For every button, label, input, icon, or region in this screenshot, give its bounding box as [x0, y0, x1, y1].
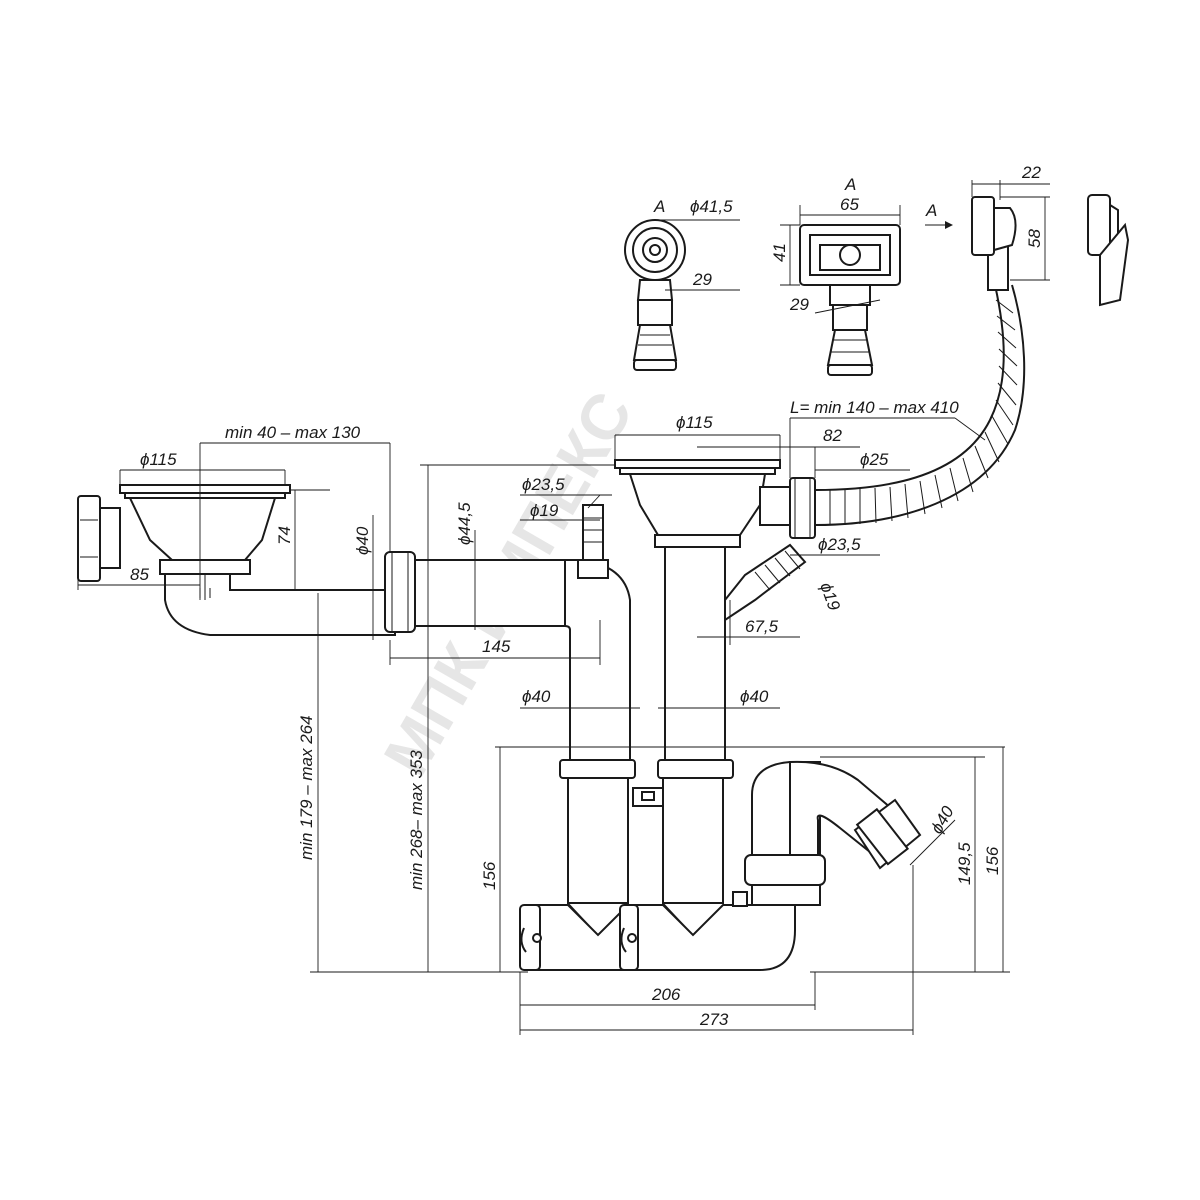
dim-d40-mid-left: ϕ40	[522, 687, 551, 706]
dim-min179-max264: min 179 – max 264	[297, 715, 316, 860]
dim-29-b: 29	[789, 295, 809, 314]
left-column-nozzle	[577, 504, 609, 579]
left-sink-strainer	[77, 484, 396, 636]
overflow-hose	[814, 196, 1026, 526]
dim-67-5: 67,5	[745, 617, 779, 636]
overflow-side-profile	[1087, 194, 1130, 307]
dim-29-a: 29	[692, 270, 712, 289]
dim-206: 206	[651, 985, 681, 1004]
lower-trap-assembly	[519, 759, 922, 971]
view-a-label-1: A	[653, 197, 665, 216]
dim-65: 65	[840, 195, 859, 214]
dim-d19-right: ϕ19	[816, 580, 844, 614]
dim-d23-5-top: ϕ23,5	[522, 475, 565, 494]
dimension-lines	[77, 180, 1050, 1035]
dim-d115-center: ϕ115	[676, 413, 713, 432]
dim-156-left: 156	[480, 861, 499, 890]
dim-d40-trap: ϕ40	[927, 802, 958, 837]
dim-d40-left: ϕ40	[353, 526, 372, 555]
dim-22: 22	[1021, 163, 1041, 182]
dim-min268-max353: min 268– max 353	[407, 750, 426, 890]
dim-d19-top: ϕ19	[530, 501, 559, 520]
dim-min40-max130: min 40 – max 130	[225, 423, 361, 442]
dim-82: 82	[823, 426, 842, 445]
dim-156-right: 156	[983, 846, 1002, 875]
dim-74: 74	[275, 526, 294, 545]
dim-149-5: 149,5	[955, 842, 974, 885]
dim-d23-5-right: ϕ23,5	[818, 535, 861, 554]
dim-41: 41	[770, 243, 789, 262]
dim-85: 85	[130, 565, 149, 584]
dim-273: 273	[699, 1010, 729, 1029]
dim-d41-5: ϕ41,5	[690, 197, 733, 216]
dimension-labels: ϕ115 min 40 – max 130 74 ϕ40 85 ϕ44,5 ϕ2…	[130, 163, 1044, 1029]
center-sink-strainer	[614, 459, 816, 761]
view-a-rectangular-overflow	[799, 224, 901, 376]
dim-d40-mid-right: ϕ40	[740, 687, 769, 706]
dim-hose-length: L= min 140 – max 410	[790, 398, 959, 417]
dim-d25: ϕ25	[860, 450, 889, 469]
view-a-round-overflow	[624, 219, 686, 371]
horizontal-pipe	[384, 551, 631, 761]
dim-d115-left: ϕ115	[140, 450, 177, 469]
view-a-label-2: A	[844, 175, 856, 194]
dim-d44-5: ϕ44,5	[455, 502, 474, 545]
view-a-arrow-label: A	[925, 201, 937, 220]
dim-145: 145	[482, 637, 511, 656]
dim-58: 58	[1025, 229, 1044, 248]
